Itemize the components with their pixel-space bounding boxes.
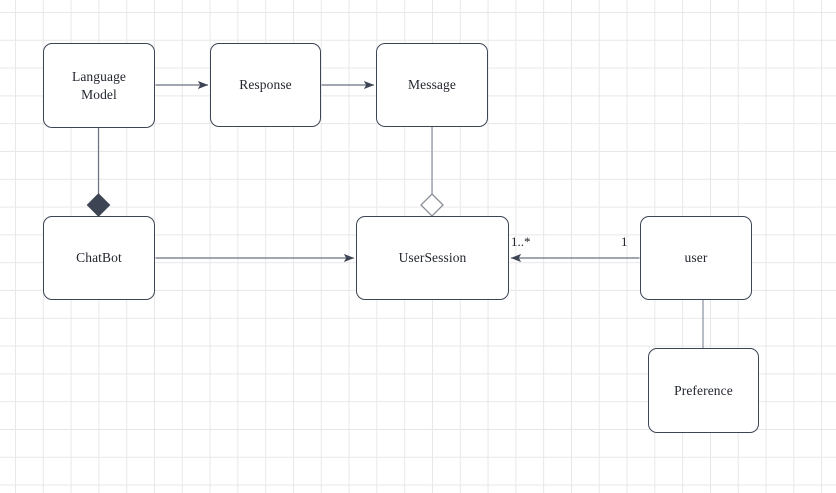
hollow-diamond-marker: [421, 194, 443, 216]
node-user-label: user: [684, 250, 708, 266]
node-message[interactable]: Message: [376, 43, 488, 127]
edge-message-aggregates-usersession: [420, 127, 444, 217]
multiplicity-label-usersession: 1..*: [511, 234, 531, 249]
node-preference[interactable]: Preference: [648, 348, 759, 433]
node-usersession-label: UserSession: [398, 250, 467, 266]
node-message-label: Message: [408, 77, 456, 93]
node-chatbot[interactable]: ChatBot: [43, 216, 155, 300]
node-response[interactable]: Response: [210, 43, 321, 127]
filled-diamond-marker: [86, 193, 111, 217]
edge-languagemodel-composes-chatbot: [86, 128, 111, 217]
node-usersession[interactable]: UserSession: [356, 216, 509, 300]
node-language-model-label: Language Model: [71, 68, 127, 102]
multiplicity-label-user: 1: [621, 234, 628, 249]
node-user[interactable]: user: [640, 216, 752, 300]
node-chatbot-label: ChatBot: [76, 250, 122, 266]
node-response-label: Response: [239, 77, 292, 93]
node-preference-label: Preference: [674, 382, 733, 398]
node-language-model[interactable]: Language Model: [43, 43, 155, 128]
